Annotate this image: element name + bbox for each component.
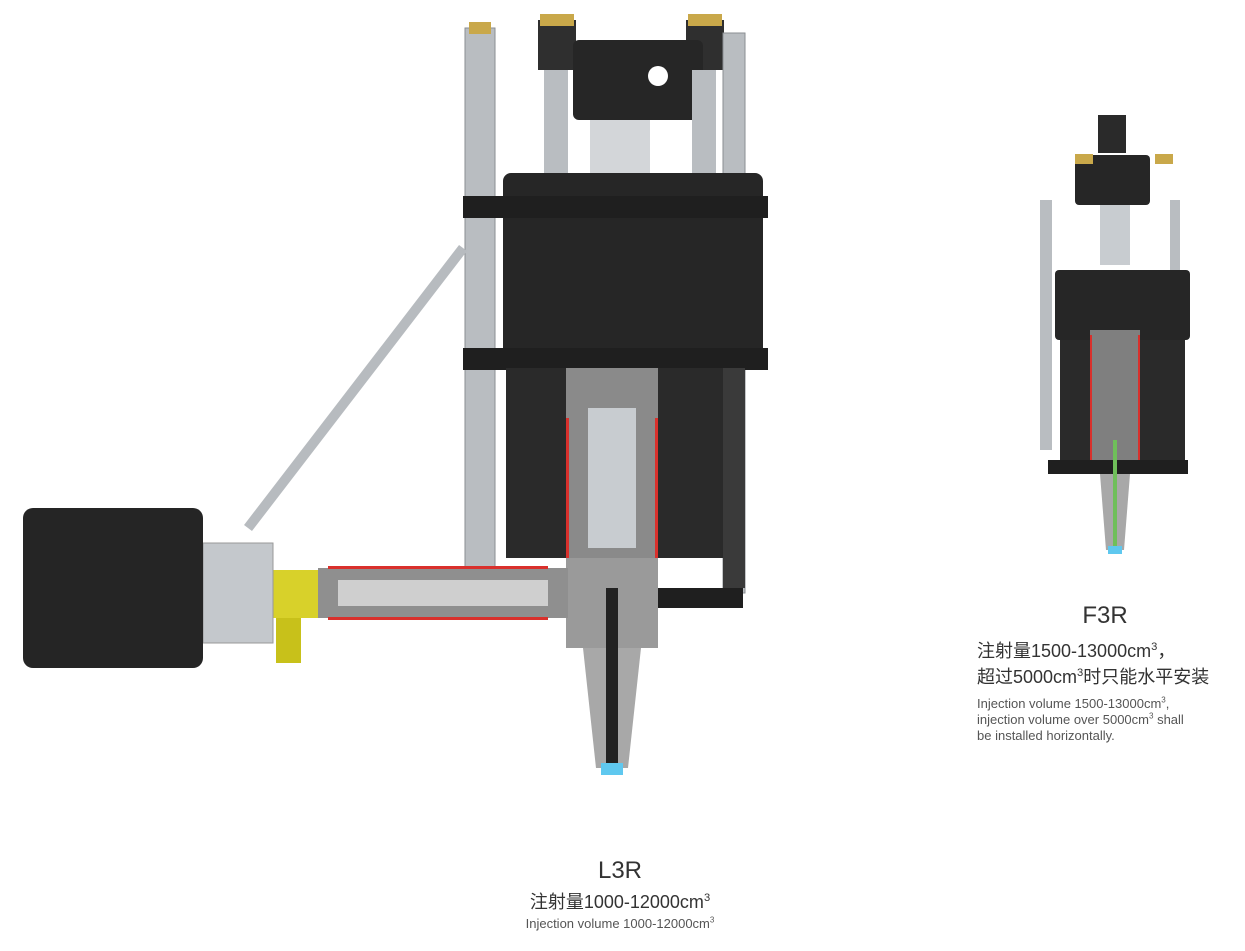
l3r-main-flange-bottom bbox=[463, 348, 768, 370]
l3r-lower-cylinder-left bbox=[506, 368, 571, 558]
f3r-english-line-2: injection volume over 5000cm3 shall bbox=[965, 712, 1245, 728]
f3r-en-line1-suffix: , bbox=[1165, 696, 1170, 711]
f3r-tie-rod-left bbox=[1040, 200, 1052, 450]
f3r-heater-right bbox=[1138, 335, 1140, 460]
f3r-english-line-1: Injection volume 1500-13000cm3, bbox=[965, 696, 1245, 712]
l3r-barrel-heater-top bbox=[328, 566, 548, 569]
l3r-plunger bbox=[588, 408, 636, 548]
l3r-support-arm bbox=[244, 244, 467, 532]
l3r-nozzle-blue-tip bbox=[601, 763, 623, 775]
l3r-en-text: Injection volume 1000-12000cm bbox=[525, 916, 710, 931]
f3r-english-line-3: be installed horizontally. bbox=[977, 728, 1115, 743]
l3r-top-cap-left bbox=[540, 14, 574, 26]
l3r-tie-rod-left bbox=[464, 27, 496, 569]
l3r-barrel-heater-bottom bbox=[328, 617, 548, 620]
l3r-main-block bbox=[503, 173, 763, 368]
f3r-cn-line2-text: 超过5000cm bbox=[977, 667, 1078, 687]
l3r-heater-left bbox=[566, 418, 569, 558]
l3r-machine-illustration bbox=[23, 14, 768, 775]
l3r-side-rod bbox=[723, 368, 745, 588]
f3r-top-cap-left bbox=[1075, 154, 1093, 164]
f3r-en-line2-suffix: shall bbox=[1153, 712, 1184, 727]
f3r-base-plate bbox=[1048, 460, 1188, 474]
f3r-en-line2-sup: 3 bbox=[1148, 711, 1154, 721]
f3r-cn-line1-suffix: ， bbox=[1157, 641, 1176, 661]
l3r-yellow-coupling bbox=[273, 570, 318, 618]
f3r-cn-line1-sup: 3 bbox=[1151, 641, 1158, 653]
l3r-center-rod bbox=[590, 120, 650, 180]
l3r-en-superscript: 3 bbox=[709, 915, 715, 925]
l3r-product-name: L3R bbox=[597, 857, 643, 884]
f3r-piston-rod bbox=[1100, 205, 1130, 265]
f3r-top-yoke bbox=[1075, 155, 1150, 205]
l3r-main-flange-top bbox=[463, 196, 768, 218]
f3r-nozzle-core bbox=[1113, 440, 1117, 550]
f3r-product-name: F3R bbox=[1082, 602, 1128, 629]
f3r-top-motor bbox=[1098, 115, 1126, 153]
l3r-piston-rod-left bbox=[544, 70, 568, 180]
l3r-yellow-bracket bbox=[276, 618, 301, 663]
l3r-motor bbox=[23, 508, 203, 668]
l3r-tie-rod-left-cap bbox=[469, 22, 491, 34]
f3r-cn-line1-text: 注射量1500-13000cm bbox=[977, 641, 1152, 661]
f3r-plunger-housing bbox=[1090, 330, 1140, 460]
l3r-lower-cylinder-right bbox=[658, 368, 723, 558]
l3r-screw bbox=[338, 580, 548, 606]
l3r-top-cylinder-left bbox=[538, 20, 576, 70]
f3r-chinese-line-2: 超过5000cm3时只能水平安装 bbox=[965, 664, 1245, 690]
l3r-chinese-description: 注射量1000-12000cm3 bbox=[440, 889, 800, 915]
l3r-nozzle-core bbox=[606, 588, 618, 768]
f3r-cn-line2-suffix: 时只能水平安装 bbox=[1083, 667, 1210, 687]
f3r-nozzle-blue-tip bbox=[1108, 546, 1122, 554]
f3r-caption: F3R 注射量1500-13000cm3， 超过5000cm3时只能水平安装 I… bbox=[965, 600, 1245, 744]
l3r-cn-superscript: 3 bbox=[703, 892, 711, 904]
l3r-english-description: Injection volume 1000-12000cm3 bbox=[440, 916, 800, 932]
l3r-top-cap-right bbox=[688, 14, 722, 26]
f3r-heater-left bbox=[1090, 335, 1092, 460]
f3r-top-cap-right bbox=[1155, 154, 1173, 164]
f3r-cn-line2-sup: 3 bbox=[1077, 667, 1084, 679]
f3r-en-line2-text: injection volume over 5000cm bbox=[977, 712, 1149, 727]
f3r-machine-illustration bbox=[1040, 115, 1190, 554]
l3r-top-yoke bbox=[573, 40, 703, 120]
l3r-caption: L3R 注射量1000-12000cm3 Injection volume 10… bbox=[440, 855, 800, 932]
f3r-en-line1-text: Injection volume 1500-13000cm bbox=[977, 696, 1162, 711]
l3r-piston-rod-right bbox=[692, 70, 716, 180]
f3r-chinese-line-1: 注射量1500-13000cm3， bbox=[965, 638, 1245, 664]
f3r-main-block bbox=[1055, 270, 1190, 340]
l3r-heater-right bbox=[655, 418, 658, 558]
l3r-yoke-hole bbox=[648, 66, 668, 86]
f3r-en-line1-sup: 3 bbox=[1161, 695, 1166, 705]
l3r-cn-text: 注射量1000-12000cm bbox=[529, 892, 704, 912]
l3r-gearbox bbox=[202, 542, 274, 644]
